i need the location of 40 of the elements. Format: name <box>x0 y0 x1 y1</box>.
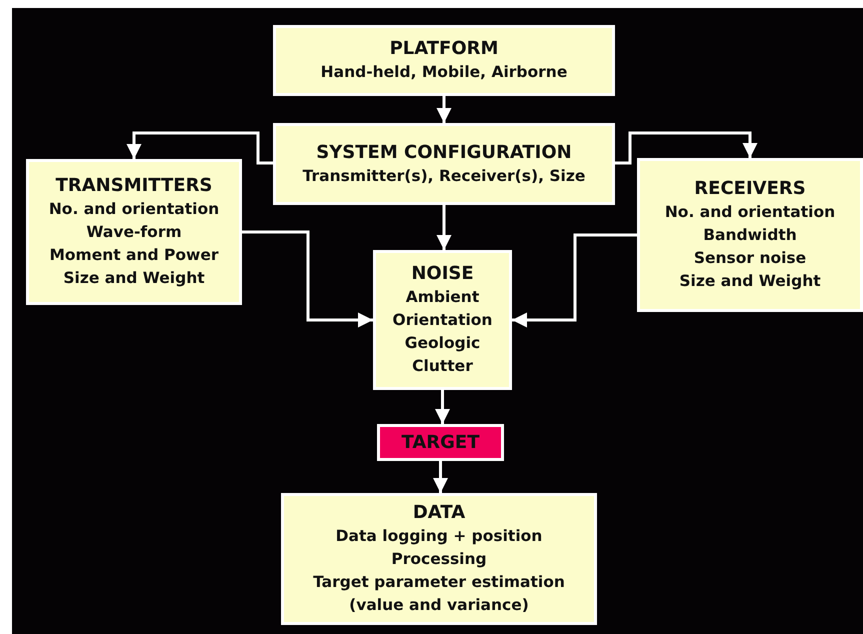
arrow <box>242 230 373 328</box>
box-item: Sensor noise <box>694 248 806 269</box>
target-box <box>377 424 504 461</box>
box-heading: SYSTEM CONFIGURATION <box>316 140 572 164</box>
box-item: No. and orientation <box>48 199 220 220</box>
arrow <box>436 96 452 123</box>
box-item: (value and variance) <box>349 595 529 616</box>
box-item: Orientation <box>392 310 492 331</box>
process-box <box>373 250 512 390</box>
process-box <box>26 159 242 305</box>
arrow <box>512 234 637 328</box>
arrow <box>615 132 758 164</box>
arrow <box>435 390 450 424</box>
box-item: Size and Weight <box>679 271 821 292</box>
arrow <box>126 132 273 164</box>
process-box <box>281 493 597 625</box>
box-heading: TRANSMITTERS <box>56 174 212 198</box>
arrow <box>436 205 452 250</box>
box-item: Target parameter estimation <box>313 572 565 593</box>
box-item: Ambient <box>406 287 480 308</box>
box-item: Size and Weight <box>63 268 205 289</box>
box-heading: DATA <box>412 501 466 525</box>
box-heading: RECEIVERS <box>694 177 806 201</box>
box-item: Bandwidth <box>703 225 797 246</box>
box-item: Wave-form <box>86 222 182 243</box>
box-item: No. and orientation <box>664 202 836 223</box>
box-heading: TARGET <box>401 430 480 454</box>
box-heading: PLATFORM <box>390 37 498 61</box>
box-item: Moment and Power <box>49 245 219 266</box>
box-heading: NOISE <box>411 262 474 286</box>
box-item: Clutter <box>412 356 473 377</box>
process-box <box>273 25 615 96</box>
box-item: Transmitter(s), Receiver(s), Size <box>302 166 586 186</box>
box-item: Geologic <box>404 333 480 354</box>
box-item: Processing <box>391 549 487 570</box>
box-item: Data logging + position <box>336 526 542 547</box>
process-box <box>637 158 863 312</box>
process-box <box>273 123 615 205</box>
arrow <box>433 461 448 493</box>
box-item: Hand-held, Mobile, Airborne <box>320 62 568 83</box>
